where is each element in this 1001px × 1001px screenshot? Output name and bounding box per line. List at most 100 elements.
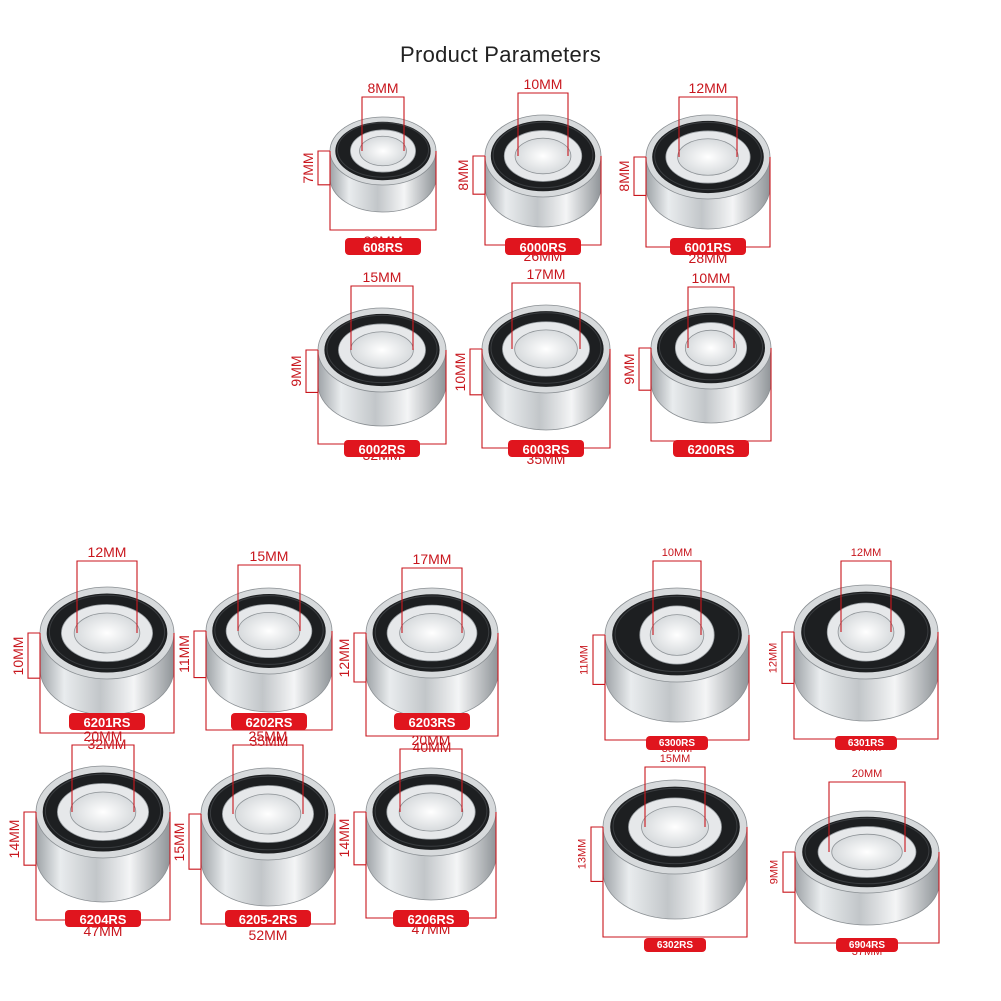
width-line	[781, 631, 794, 684]
outer-diameter-line	[365, 633, 499, 737]
bearing-bore	[831, 833, 903, 871]
bearing-bore	[398, 792, 464, 832]
width-line	[353, 632, 366, 683]
model-badge: 6205-2RS	[225, 910, 311, 927]
model-badge: 6204RS	[65, 910, 141, 927]
inner-diameter-line	[511, 282, 581, 349]
bearing-bore	[399, 613, 465, 653]
inner-diameter-label: 17MM	[526, 266, 566, 282]
inner-diameter-line	[237, 564, 301, 631]
inner-diameter-label: 12MM	[850, 547, 882, 559]
inner-diameter-label: 17MM	[412, 551, 452, 567]
bearing-bore	[514, 137, 572, 175]
width-line	[305, 349, 318, 393]
width-label: 9MM	[768, 859, 781, 885]
model-badge: 608RS	[345, 238, 421, 255]
model-badge: 6000RS	[505, 238, 581, 255]
page-title: Product Parameters	[399, 42, 602, 67]
inner-diameter-label: 8MM	[367, 80, 399, 96]
width-line	[188, 813, 201, 870]
outer-diameter-label: 32MM	[87, 736, 127, 752]
outer-diameter-line	[39, 633, 175, 734]
inner-diameter-label: 20MM	[851, 768, 883, 780]
bearing-bore	[684, 329, 738, 367]
inner-diameter-label: 12MM	[688, 80, 728, 96]
inner-diameter-label: 10MM	[523, 76, 563, 92]
model-badge: 6201RS	[69, 713, 145, 730]
outer-diameter-line	[329, 151, 437, 231]
model-badge: 6301RS	[835, 736, 897, 750]
inner-diameter-line	[76, 560, 138, 633]
inner-diameter-line	[232, 744, 304, 814]
inner-diameter-label: 15MM	[659, 753, 691, 765]
width-line	[782, 851, 795, 893]
width-line	[469, 348, 482, 396]
inner-diameter-line	[401, 567, 463, 633]
inner-diameter-line	[361, 96, 405, 151]
inner-diameter-line	[840, 560, 892, 632]
width-line	[27, 632, 40, 679]
inner-diameter-line	[644, 766, 706, 827]
bearing-bore	[69, 791, 137, 833]
width-line	[353, 811, 366, 866]
model-badge: 6001RS	[670, 238, 746, 255]
width-line	[472, 155, 485, 195]
inner-diameter-label: 10MM	[691, 270, 731, 286]
inner-diameter-line	[350, 285, 414, 350]
inner-diameter-label: 25MM	[248, 728, 288, 744]
bearing-bore	[677, 138, 739, 176]
inner-diameter-line	[517, 92, 569, 156]
inner-diameter-label: 10MM	[661, 547, 693, 559]
bearing-bore	[359, 135, 407, 167]
bearing-bore	[649, 614, 705, 656]
outer-diameter-label: 52MM	[248, 927, 288, 943]
width-line	[638, 347, 651, 391]
inner-diameter-line	[687, 286, 735, 348]
outer-diameter-label: 37MM	[851, 946, 883, 958]
model-badge: 6302RS	[644, 938, 706, 952]
model-badge: 6300RS	[646, 736, 708, 750]
model-badge: 6202RS	[231, 713, 307, 730]
outer-diameter-label: 40MM	[412, 739, 452, 755]
inner-diameter-line	[652, 560, 702, 635]
width-line	[592, 634, 605, 685]
width-line	[23, 811, 36, 866]
inner-diameter-label: 20MM	[411, 732, 451, 748]
inner-diameter-label: 12MM	[87, 544, 127, 560]
outer-diameter-line	[205, 631, 333, 731]
width-line	[590, 826, 603, 882]
bearing-bore	[837, 611, 895, 653]
width-line	[633, 156, 646, 196]
inner-diameter-line	[71, 744, 135, 812]
inner-diameter-label: 15MM	[249, 548, 289, 564]
outer-diameter-line	[602, 827, 748, 938]
model-badge: 6203RS	[394, 713, 470, 730]
inner-diameter-line	[678, 96, 738, 157]
bearing-bore	[641, 806, 709, 848]
model-badge: 6200RS	[673, 440, 749, 457]
inner-diameter-line	[828, 781, 906, 852]
width-line	[317, 150, 330, 186]
inner-diameter-label: 20MM	[83, 728, 123, 744]
model-badge: 6206RS	[393, 910, 469, 927]
outer-diameter-label: 47MM	[83, 923, 123, 939]
inner-diameter-label: 15MM	[362, 269, 402, 285]
inner-diameter-line	[399, 748, 463, 812]
model-badge: 6003RS	[508, 440, 584, 457]
model-badge: 6904RS	[836, 938, 898, 952]
width-line	[193, 630, 206, 679]
bearing-bore	[73, 612, 141, 654]
bearing-bore	[514, 329, 578, 369]
